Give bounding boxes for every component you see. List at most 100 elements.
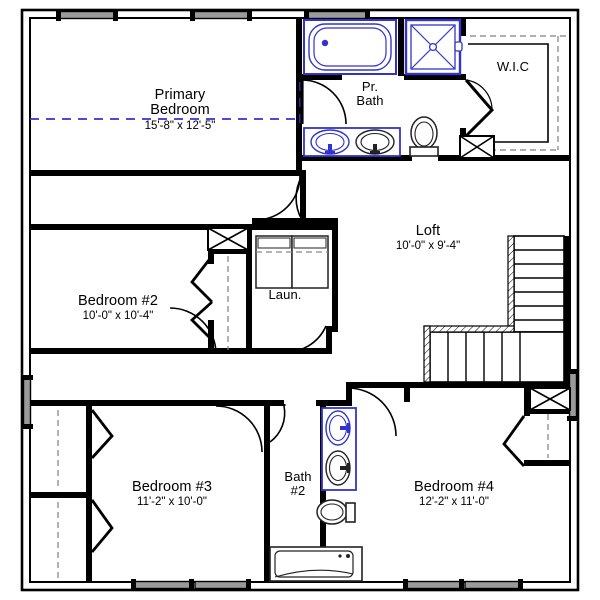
door-bed2 <box>169 307 218 355</box>
room-label-pr-bath: Pr. Bath <box>330 80 410 108</box>
bathtub-primary-icon <box>303 19 397 75</box>
door-bed3-closet-a <box>90 409 114 459</box>
wall-bed2-top <box>30 224 252 230</box>
room-label-laundry: Laun. <box>245 288 325 302</box>
wall-stair-right <box>564 236 570 382</box>
window-top-3 <box>304 9 370 21</box>
room-name-line1: Primary <box>154 87 206 103</box>
room-name-line1: Bath <box>284 469 312 484</box>
sink-right-primary-icon <box>355 129 395 155</box>
wall-bed4-top-step <box>346 382 352 406</box>
room-name-line2: Bath <box>356 92 384 108</box>
room-name-line1: Bedroom #2 <box>78 293 158 309</box>
wall-bed4-closet-bottom <box>524 460 570 466</box>
window-top-2 <box>190 9 252 21</box>
room-dimensions: 15'-8" x 12'-5" <box>144 119 216 132</box>
staircase <box>423 235 565 383</box>
door-bed4-closet <box>502 415 526 467</box>
wall-bed4-top-left <box>326 400 346 406</box>
room-dimensions: 10'-0" x 10'-4" <box>82 310 154 323</box>
room-dimensions: 10'-0" x 9'-4" <box>395 240 461 253</box>
door-bed4 <box>347 387 397 437</box>
wall-bath2-top-left <box>264 400 284 406</box>
washer-icon <box>255 235 293 289</box>
access-panel-bed4 <box>529 387 571 414</box>
wall-pr-bath-bottom-right <box>438 155 470 161</box>
wall-pr-bath-tub-base <box>302 74 342 80</box>
wall-bed2-bottom-right <box>208 348 252 354</box>
room-label-bedroom-3: Bedroom #3 11'-2" x 10'-0" <box>92 479 252 509</box>
shower-primary-icon <box>404 18 463 76</box>
window-bottom-2 <box>194 579 251 591</box>
room-name-line1: Loft <box>415 223 441 239</box>
vanity-primary-icon <box>303 127 401 157</box>
door-bed3 <box>215 405 263 453</box>
wall-bed2-bottom <box>30 348 216 354</box>
wall-bed3-top-right <box>208 400 284 406</box>
room-dimensions: 11'-2" x 10'-0" <box>137 496 207 509</box>
wall-laundry-door-jamb <box>326 326 332 354</box>
room-label-bath-2: Bath #2 <box>267 470 329 498</box>
sink-upper-bath2-icon <box>325 410 351 446</box>
wall-loft-stub <box>404 382 426 388</box>
wall-bed3-top-mid <box>90 400 212 406</box>
wall-bed4-top-mid <box>346 382 426 388</box>
doors <box>90 79 526 553</box>
sink-lower-bath2-icon <box>325 450 351 486</box>
closet-shelf-lines <box>57 35 566 578</box>
access-panel-prbath <box>459 135 495 159</box>
wall-bed4-closet-upper <box>524 388 530 416</box>
room-name-line1: Pr. <box>361 79 379 94</box>
wall-bath2-top-right <box>316 400 326 406</box>
wall-hall-above-laundry <box>252 218 338 224</box>
room-label-wic: W.I.C <box>473 60 553 74</box>
wall-bed2-closet-lower <box>208 320 214 354</box>
room-name-line1: W.I.C <box>496 59 530 74</box>
bathtub-bath2-icon <box>269 546 363 582</box>
sink-left-primary-icon <box>310 129 350 155</box>
wall-bed3-closet-divider <box>30 492 92 498</box>
toilet-primary-icon <box>409 116 439 157</box>
room-label-bedroom-2: Bedroom #2 10'-0" x 10'-4" <box>38 293 198 323</box>
wall-bed3-top-left <box>30 400 90 406</box>
wall-primary-bottom <box>30 170 302 176</box>
door-primary-bedroom <box>255 175 303 221</box>
toilet-bath2-icon <box>316 499 356 525</box>
wall-laundry-bottom <box>252 348 326 354</box>
wall-shower-base <box>404 74 462 80</box>
window-bottom-4 <box>464 579 523 591</box>
wall-bed3-bath2-divider <box>264 406 270 582</box>
wall-pr-bath-bottom-left <box>302 155 412 161</box>
wall-wic-bottom <box>466 155 570 161</box>
window-bottom-3 <box>403 579 464 591</box>
wall-prbath-wic-jamb <box>460 74 466 80</box>
wic-shelf-outline <box>468 43 549 143</box>
pr-bath-fixtures <box>303 18 463 157</box>
interior-walls <box>30 18 570 582</box>
wall-bed3-closet-b-right <box>86 498 92 582</box>
door-laundry <box>281 325 327 353</box>
room-label-primary-bedroom: Primary Bedroom 15'-8" x 12'-5" <box>80 87 280 132</box>
window-bottom-1 <box>131 579 194 591</box>
door-bed2-closet <box>189 255 214 341</box>
stair-stringer-lower <box>423 325 431 383</box>
access-panels <box>207 135 571 414</box>
access-panel-bed2 <box>207 227 249 254</box>
wall-hall-left <box>300 170 306 224</box>
wall-laundry-right <box>332 224 338 332</box>
door-pr-bath <box>300 79 347 125</box>
room-dimensions: 12'-2" x 11'-0" <box>419 496 489 509</box>
wall-primary-right <box>296 18 302 172</box>
door-wic <box>464 79 495 138</box>
laundry-appliances <box>255 235 329 289</box>
window-top-1 <box>56 9 118 21</box>
room-name-line1: Laun. <box>268 287 302 302</box>
bath2-fixtures <box>269 407 363 582</box>
room-name-line1: Bedroom #3 <box>132 479 212 495</box>
door-bed3-closet-b <box>90 499 114 553</box>
wall-bath2-bed4-divider <box>320 406 326 582</box>
wall-laundry-top <box>252 224 338 230</box>
dryer-icon <box>291 235 329 289</box>
